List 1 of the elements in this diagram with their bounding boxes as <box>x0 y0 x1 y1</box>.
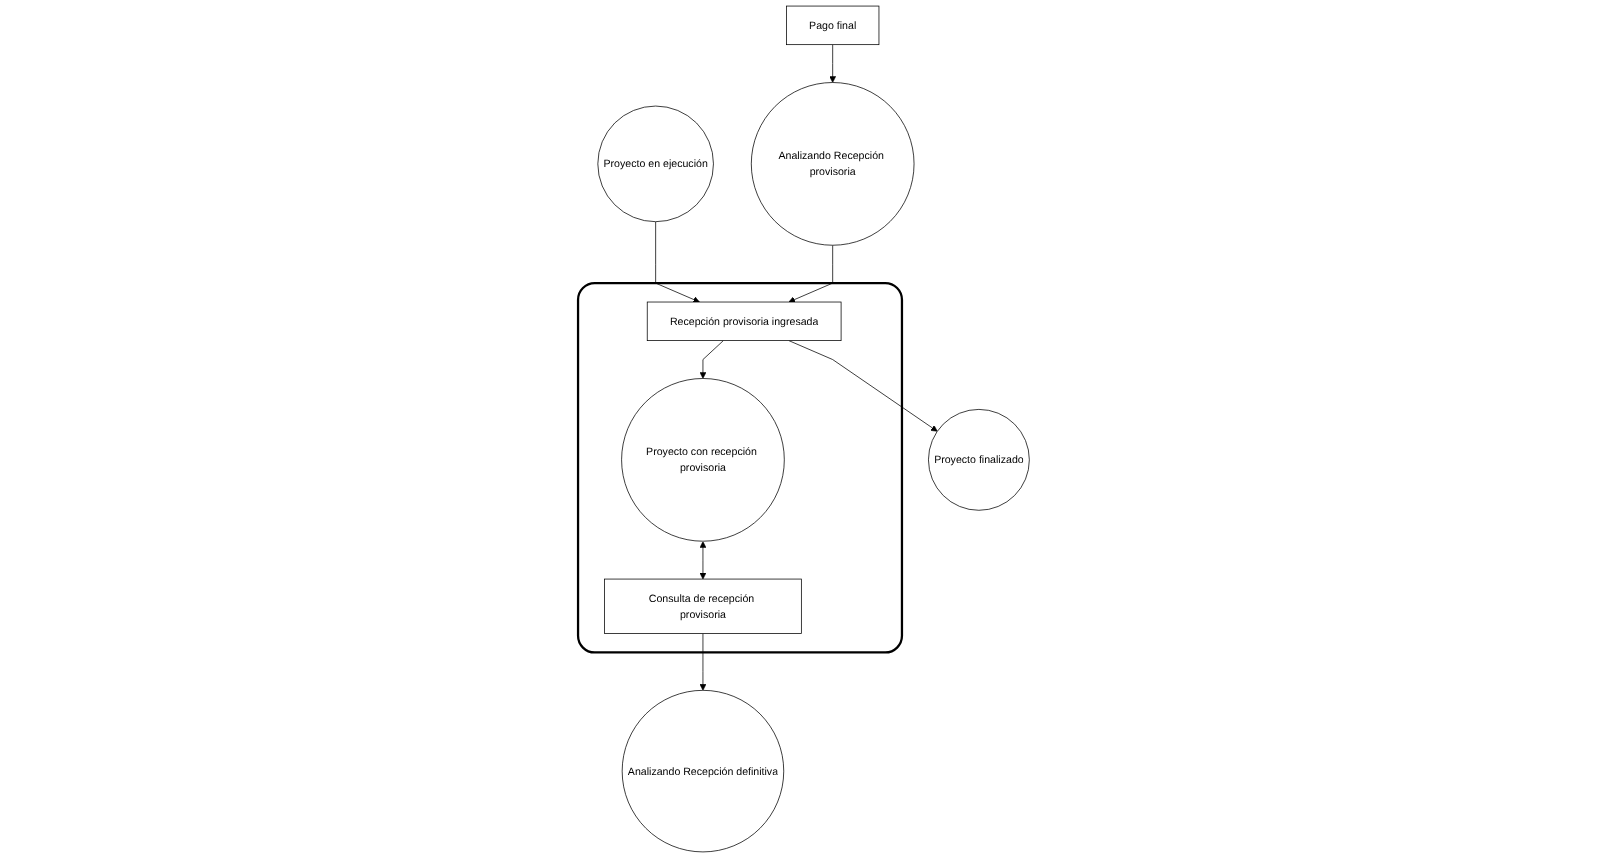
cluster <box>576 281 903 654</box>
